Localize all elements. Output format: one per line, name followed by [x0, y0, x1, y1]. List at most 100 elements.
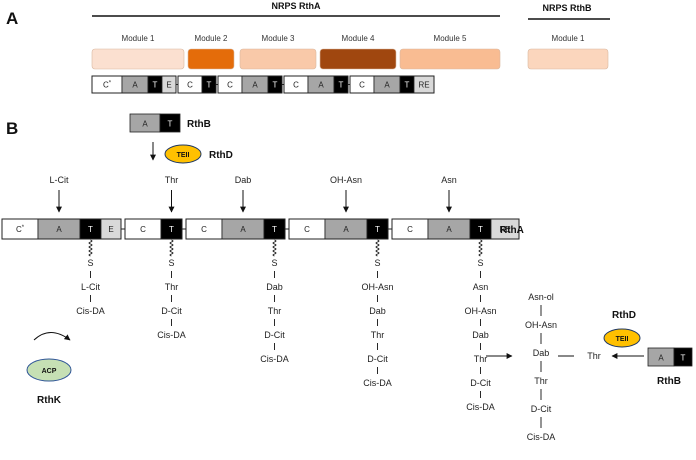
rthb-bottom: A T RthB	[647, 347, 693, 387]
chain-residue-1-3: Cis-DA	[157, 330, 186, 340]
a-domain-label-1-1: T	[207, 81, 212, 90]
a-domain-label-4-2: T	[405, 81, 410, 90]
rthb-bottom-a-label: A	[658, 354, 664, 363]
a-domain-label-0-2: T	[153, 81, 158, 90]
rthb-bottom-t-label: T	[681, 354, 686, 363]
rthb-bottom-label: RthB	[657, 376, 681, 387]
rthb-top-t-label: T	[168, 120, 173, 129]
chain-residue-2-0: S	[271, 258, 277, 268]
rthb-top: A T RthB	[129, 113, 211, 133]
chain-residue-2-3: D-Cit	[264, 330, 285, 340]
b-domain-label-2-0: C	[201, 225, 207, 234]
product-residue-3: Thr	[534, 376, 548, 386]
module-bar-2	[187, 48, 235, 70]
teii-top-label: TEII	[177, 152, 190, 159]
product-residue-4: D-Cit	[531, 404, 552, 414]
chain-residue-4-5: D-Cit	[470, 378, 491, 388]
chain-residue-3-5: Cis-DA	[363, 378, 392, 388]
b-domain-label-4-0: C	[407, 225, 413, 234]
chain-residue-3-4: D-Cit	[367, 354, 388, 364]
rthb-module-label: Module 1	[552, 34, 585, 43]
rthd-bottom: RthD TEII	[603, 310, 641, 348]
b-domain-label-4-2: T	[478, 225, 483, 234]
rthb-bottom-t-domain	[673, 347, 693, 367]
a-domain-label-4-1: A	[384, 81, 390, 90]
chain-residue-1-2: D-Cit	[161, 306, 182, 316]
chain-residue-0-2: Cis-DA	[76, 306, 105, 316]
module-label-5: Module 5	[434, 34, 467, 43]
ppant-arm-0	[88, 239, 93, 257]
chain-residue-3-0: S	[374, 258, 380, 268]
chain-residue-4-4: Thr	[474, 354, 488, 364]
a-domain-label-2-2: T	[273, 81, 278, 90]
a-domain-label-4-3: RE	[418, 81, 429, 90]
panel-a-label: A	[6, 9, 18, 28]
a-domain-label-0-0: C*	[103, 81, 112, 90]
rtha-header: NRPS RthA	[272, 1, 321, 11]
rthb-module-bar	[527, 48, 609, 70]
module-bar-4	[319, 48, 397, 70]
added-thr-label: Thr	[587, 351, 601, 361]
a-domain-label-2-1: A	[252, 81, 258, 90]
acp-rthk: ACP RthK	[26, 332, 72, 406]
product-residue-0: Asn-ol	[528, 292, 554, 302]
a-domain-label-2-0: C	[227, 81, 233, 90]
chain-residue-4-2: OH-Asn	[464, 306, 496, 316]
rthd-top-label: RthD	[209, 150, 233, 161]
a-module-frame-4	[349, 75, 435, 94]
a-domain-label-3-1: A	[318, 81, 324, 90]
chain-residue-2-1: Dab	[266, 282, 283, 292]
intermediate-chains: SL-CitCis-DASThrD-CitCis-DASDabThrD-CitC…	[76, 239, 497, 412]
b-domain-label-0-2: T	[88, 225, 93, 234]
substrate-label-2: Dab	[235, 175, 252, 185]
a-domain-label-0-1: A	[132, 81, 138, 90]
chain-residue-4-0: S	[477, 258, 483, 268]
acp-loading-arrow	[33, 332, 71, 341]
b-domain-label-1-1: T	[169, 225, 174, 234]
b-domain-label-1-0: C	[140, 225, 146, 234]
product-residue-1: OH-Asn	[525, 320, 557, 330]
rtha-label: RthA	[500, 225, 524, 236]
b-domain-label-0-0: C*	[16, 225, 25, 234]
chain-residue-0-0: S	[87, 258, 93, 268]
b-domain-label-4-1: A	[446, 225, 452, 234]
substrate-label-1: Thr	[165, 175, 179, 185]
b-domain-label-4-3: RE	[499, 225, 510, 234]
a-domain-label-1-0: C	[187, 81, 193, 90]
b-domain-label-0-1: A	[56, 225, 62, 234]
b-domain-label-3-0: C	[304, 225, 310, 234]
acp-ellipse	[26, 358, 72, 382]
teii-bottom-label: TEII	[616, 336, 629, 343]
product-residue-5: Cis-DA	[527, 432, 556, 442]
rthk-label: RthK	[37, 395, 62, 406]
acp-label: ACP	[42, 368, 57, 375]
teii-bottom-ellipse	[603, 328, 641, 348]
chain-residue-1-1: Thr	[165, 282, 179, 292]
a-domain-label-4-0: C	[359, 81, 365, 90]
ppant-arm-1	[169, 239, 174, 257]
product-residue-2: Dab	[533, 348, 550, 358]
chain-residue-1-0: S	[168, 258, 174, 268]
substrate-label-4: Asn	[441, 175, 457, 185]
module-bar-5	[399, 48, 501, 70]
chain-residue-2-2: Thr	[268, 306, 282, 316]
chain-residue-2-4: Cis-DA	[260, 354, 289, 364]
module-label-1: Module 1	[122, 34, 155, 43]
substrate-label-0: L-Cit	[49, 175, 69, 185]
module-label-4: Module 4	[342, 34, 375, 43]
a-domain-label-3-0: C	[293, 81, 299, 90]
rthd-bottom-label: RthD	[612, 310, 636, 321]
chain-residue-3-3: Thr	[371, 330, 385, 340]
teii-top-ellipse	[164, 144, 202, 164]
b-domain-label-2-2: T	[272, 225, 277, 234]
panel-b-label: B	[6, 119, 18, 138]
rthb-top-a-label: A	[142, 120, 148, 129]
ppant-arm-3	[375, 239, 380, 257]
b-domain-label-3-2: T	[375, 225, 380, 234]
